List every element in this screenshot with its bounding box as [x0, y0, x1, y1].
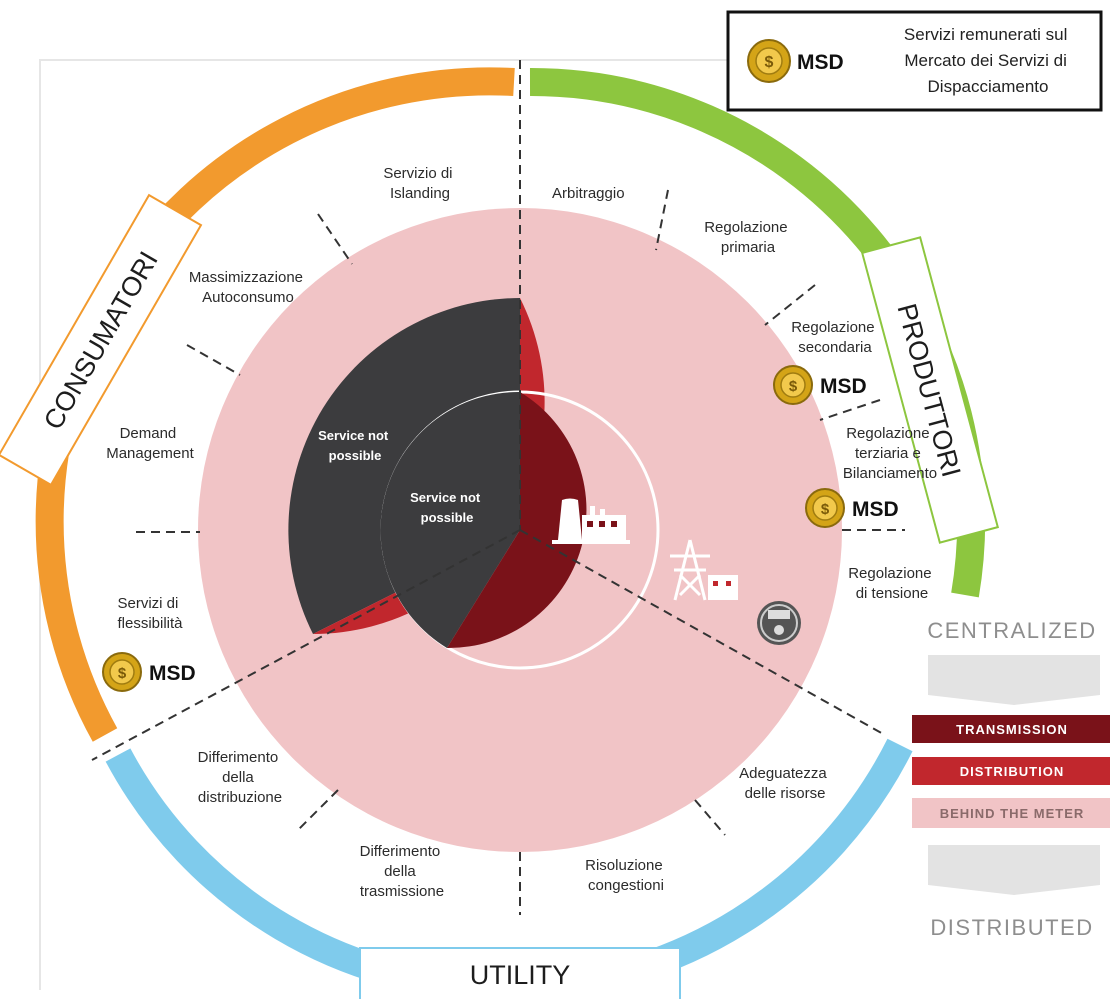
svg-text:MSD: MSD [852, 498, 899, 521]
band-distribution [912, 757, 1110, 785]
svg-text:$: $ [821, 501, 830, 518]
service-demand-management: Demand Management [106, 425, 194, 462]
not-possible-label-core: Service not possible [410, 490, 484, 525]
svg-text:MSD: MSD [149, 662, 196, 685]
service-regolazione-secondaria: Regolazione secondaria [791, 319, 879, 356]
produttori-label-box: PRODUTTORI [860, 236, 1000, 544]
band-distribution-label: DISTRIBUTION [960, 764, 1064, 779]
svg-text:$: $ [118, 665, 127, 682]
legend-description: Servizi remunerati sul Mercato dei Servi… [904, 25, 1072, 96]
svg-text:MSD: MSD [820, 375, 867, 398]
coin-icon: $ [773, 365, 813, 405]
service-islanding: Servizio di Islanding [383, 165, 456, 202]
transmission-sector [447, 392, 587, 649]
consumatori-label: CONSUMATORI [38, 246, 164, 434]
service-massimizzazione-autoconsumo: Massimizzazione Autoconsumo [189, 269, 307, 306]
scale-arrow-top [928, 655, 1100, 705]
legend-badge: MSD [797, 51, 844, 74]
transmission-pylon-icon [670, 539, 738, 601]
service-arbitraggio: Arbitraggio [552, 185, 625, 202]
smart-meter-icon [757, 601, 801, 645]
legend-box: $ MSD Servizi remunerati sul Mercato dei… [726, 10, 1103, 112]
msd-badge-terziaria: $ MSD [805, 488, 899, 528]
power-plant-icon [552, 498, 630, 544]
service-flessibilita: Servizi di flessibilità [117, 595, 183, 632]
msd-badge-flessibilita: $ MSD [102, 652, 196, 692]
msd-badge-secondaria: $ MSD [773, 365, 867, 405]
utility-label-box: UTILITY [359, 947, 681, 999]
coin-icon: $ [102, 652, 142, 692]
scale-arrow-bottom [928, 845, 1100, 895]
centralization-scale: CENTRALIZED TRANSMISSION DISTRIBUTION BE… [912, 618, 1110, 940]
legend-coin-icon: $ [747, 39, 791, 83]
service-regolazione-primaria: Regolazione primaria [704, 219, 792, 256]
svg-text:$: $ [789, 378, 798, 395]
service-differimento-trasmissione: Differimento della trasmissione [360, 843, 445, 900]
core-not-possible [380, 391, 520, 648]
svg-text:$: $ [765, 54, 774, 71]
service-adeguatezza-risorse: Adeguatezza delle risorse [739, 765, 831, 802]
scale-bottom-label: DISTRIBUTED [930, 915, 1093, 940]
scale-top-label: CENTRALIZED [927, 618, 1096, 643]
service-risoluzione-congestioni: Risoluzione congestioni [585, 857, 667, 894]
service-differimento-distribuzione: Differimento della distribuzione [198, 749, 283, 806]
service-regolazione-terziaria: Regolazione terziaria e Bilanciamento [843, 425, 937, 482]
band-behind-meter [912, 798, 1110, 828]
service-regolazione-tensione: Regolazione di tensione [848, 565, 936, 602]
band-transmission-label: TRANSMISSION [956, 722, 1068, 737]
not-possible-label-middle: Service not possible [318, 428, 392, 463]
utility-label: UTILITY [470, 960, 571, 990]
dashed-dividers [91, 60, 905, 915]
band-transmission [912, 715, 1110, 743]
coin-icon: $ [805, 488, 845, 528]
band-behind-meter-label: BEHIND THE METER [940, 806, 1085, 821]
